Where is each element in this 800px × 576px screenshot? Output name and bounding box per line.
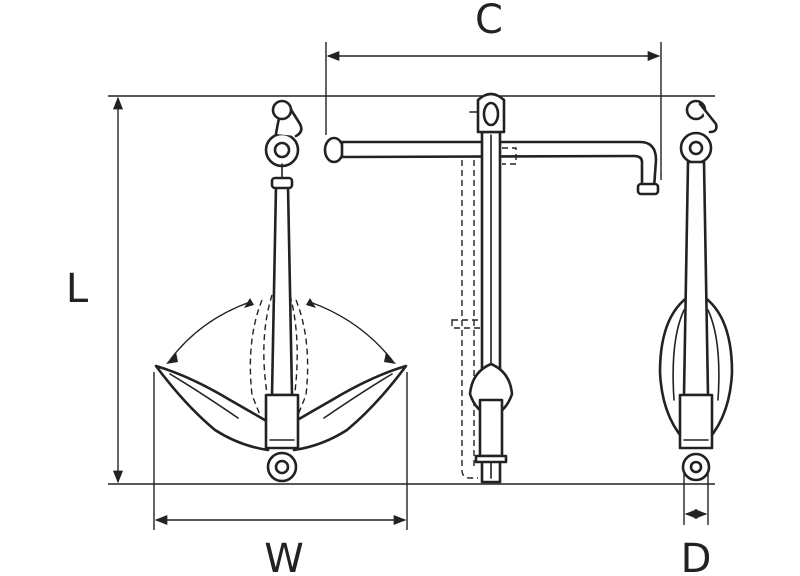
fluke-alt-position-right-inner: [289, 294, 298, 401]
arc-arrow-right-top: [306, 298, 316, 308]
shackle-eye: [271, 99, 293, 121]
top-ring-hole: [273, 141, 291, 159]
shank-collar: [270, 176, 294, 190]
dimension-l: L: [66, 95, 715, 485]
crown: [264, 393, 300, 450]
anchor-front-view: [154, 99, 408, 483]
dimension-w-label: W: [264, 536, 304, 576]
edge-fluke-line-right: [707, 309, 720, 401]
dimension-w: W: [153, 372, 408, 576]
top-shackle-side-hole: [482, 101, 500, 127]
arc-arrow-left: [166, 352, 178, 364]
dimension-c: C: [325, 0, 662, 180]
edge-shackle: [698, 102, 718, 134]
fluke-alt-position-left: [249, 299, 263, 421]
stock-stowed-key: [451, 319, 483, 329]
fluke-right: [292, 364, 408, 452]
arc-arrow-left-top: [244, 298, 254, 308]
stock-ball-end: [323, 136, 345, 164]
fluke-swing-arc-right: [309, 301, 393, 361]
fluke-alt-position-left-inner: [263, 294, 273, 401]
edge-shank: [682, 160, 710, 397]
crown-side-base: [474, 454, 508, 464]
dimension-c-label: C: [475, 0, 503, 43]
edge-bottom-eye-hole: [689, 460, 703, 474]
edge-crown: [678, 393, 714, 450]
arc-arrow-right: [384, 352, 396, 364]
fluke-left-edge: [169, 373, 239, 419]
anchor-edge-view: [658, 99, 734, 482]
edge-fluke-line-left: [672, 309, 685, 401]
bottom-eye-hole: [274, 459, 290, 475]
fluke-swing-arc-left: [169, 301, 251, 361]
fluke-right-edge: [323, 373, 393, 419]
stock-end-cap: [636, 182, 660, 196]
edge-top-ring-hole: [688, 140, 704, 156]
shank: [270, 184, 294, 397]
dimension-l-label: L: [66, 266, 89, 312]
crown-side: [478, 398, 504, 458]
anchor-side-view-stock: [323, 92, 660, 484]
stock-pin-outline: [502, 147, 517, 165]
stock-stowed-outline-left: [461, 160, 478, 479]
fluke-alt-position-right: [295, 299, 309, 421]
dimension-d: D: [681, 470, 712, 576]
dimension-d-label: D: [681, 536, 712, 576]
